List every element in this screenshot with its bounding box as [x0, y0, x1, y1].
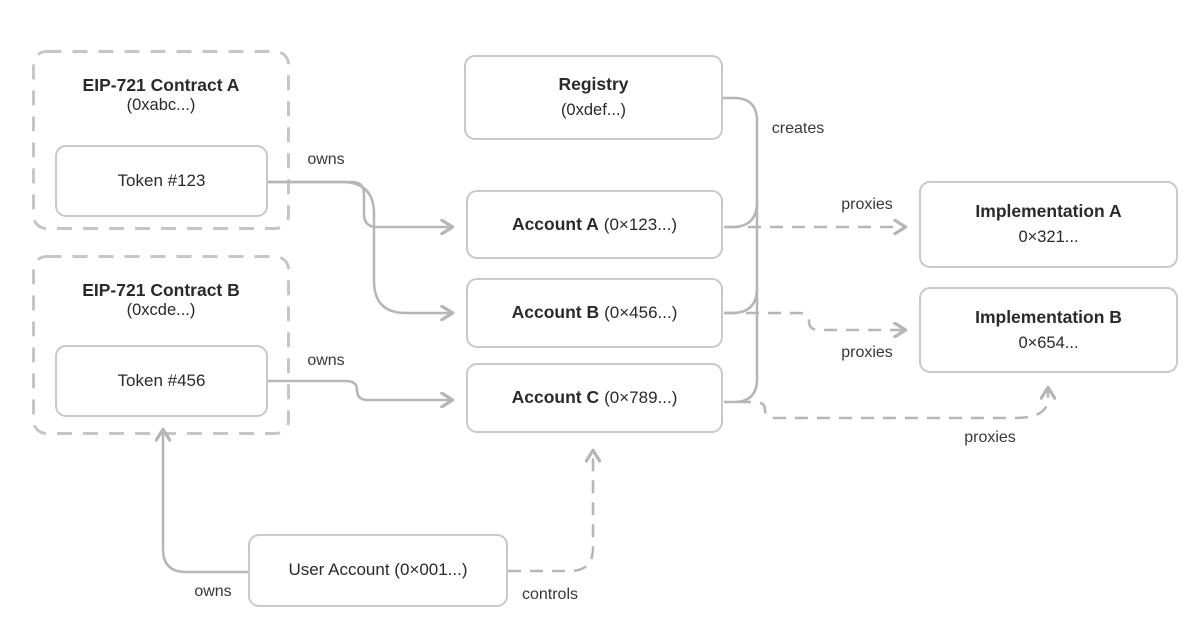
account-c-address: (0×789...)	[604, 388, 678, 408]
edge-label-creates: creates	[771, 120, 825, 137]
registry-address: (0xdef...)	[560, 101, 627, 120]
edge-label-proxies-c: proxies	[964, 429, 1016, 446]
registry-title: Registry	[558, 74, 629, 95]
token-456-label: Token #456	[117, 370, 206, 390]
edge-owns-token123-account-b	[268, 180, 452, 313]
edge-label-owns-token456: owns	[307, 352, 345, 369]
implementation-b-address: 0×654...	[1018, 333, 1079, 352]
contract-b-frame: EIP-721 Contract B (0xcde...)	[32, 255, 290, 435]
implementation-a-address: 0×321...	[1018, 228, 1079, 247]
implementation-b-title: Implementation B	[975, 306, 1122, 327]
contract-a-title: EIP-721 Contract A	[82, 75, 240, 95]
implementation-a-title: Implementation A	[975, 201, 1122, 222]
contract-a-dashed-border	[32, 50, 290, 230]
edge-creates-branch-account-a	[724, 201, 759, 229]
account-a-node: Account A (0×123...)	[466, 190, 723, 259]
edge-label-proxies-b: proxies	[841, 344, 893, 361]
edge-label-proxies-a: proxies	[841, 196, 893, 213]
edge-label-owns-user: owns	[194, 583, 232, 600]
account-c-node: Account C (0×789...)	[466, 363, 723, 433]
user-account-node: User Account (0×001...)	[248, 534, 508, 607]
token-123-label: Token #123	[117, 170, 206, 190]
edge-owns-token123-account-a	[268, 180, 452, 227]
user-account-label: User Account (0×001...)	[288, 560, 468, 580]
token-123-node: Token #123	[55, 145, 268, 217]
edge-creates-branch-account-b	[724, 287, 759, 315]
account-b-node: Account B (0×456...)	[466, 278, 723, 348]
edge-creates-main	[723, 96, 759, 404]
edge-label-owns-token123: owns	[307, 151, 345, 168]
implementation-b-node: Implementation B 0×654...	[919, 287, 1178, 373]
edge-proxies-account-b-impl-b	[724, 311, 905, 330]
contract-b-dashed-border	[32, 255, 290, 435]
contract-a-frame: EIP-721 Contract A (0xabc...)	[32, 50, 290, 230]
edge-proxies-account-c-impl-b	[738, 388, 1048, 420]
token-456-node: Token #456	[55, 345, 268, 417]
edge-controls-user-account-c	[508, 451, 593, 573]
account-a-name: Account A	[511, 213, 599, 234]
edge-owns-user-token456	[163, 430, 248, 574]
edge-label-controls: controls	[521, 586, 579, 603]
account-b-address: (0×456...)	[604, 303, 678, 323]
contract-b-title: EIP-721 Contract B	[82, 280, 240, 300]
account-b-name: Account B	[511, 302, 600, 323]
contract-a-address: (0xabc...)	[126, 96, 196, 114]
edge-owns-token456-account-c	[268, 379, 452, 400]
registry-node: Registry (0xdef...)	[464, 55, 723, 140]
contract-b-address: (0xcde...)	[126, 301, 196, 319]
implementation-a-node: Implementation A 0×321...	[919, 181, 1178, 268]
account-c-name: Account C	[511, 387, 600, 408]
account-a-address: (0×123...)	[603, 214, 678, 234]
